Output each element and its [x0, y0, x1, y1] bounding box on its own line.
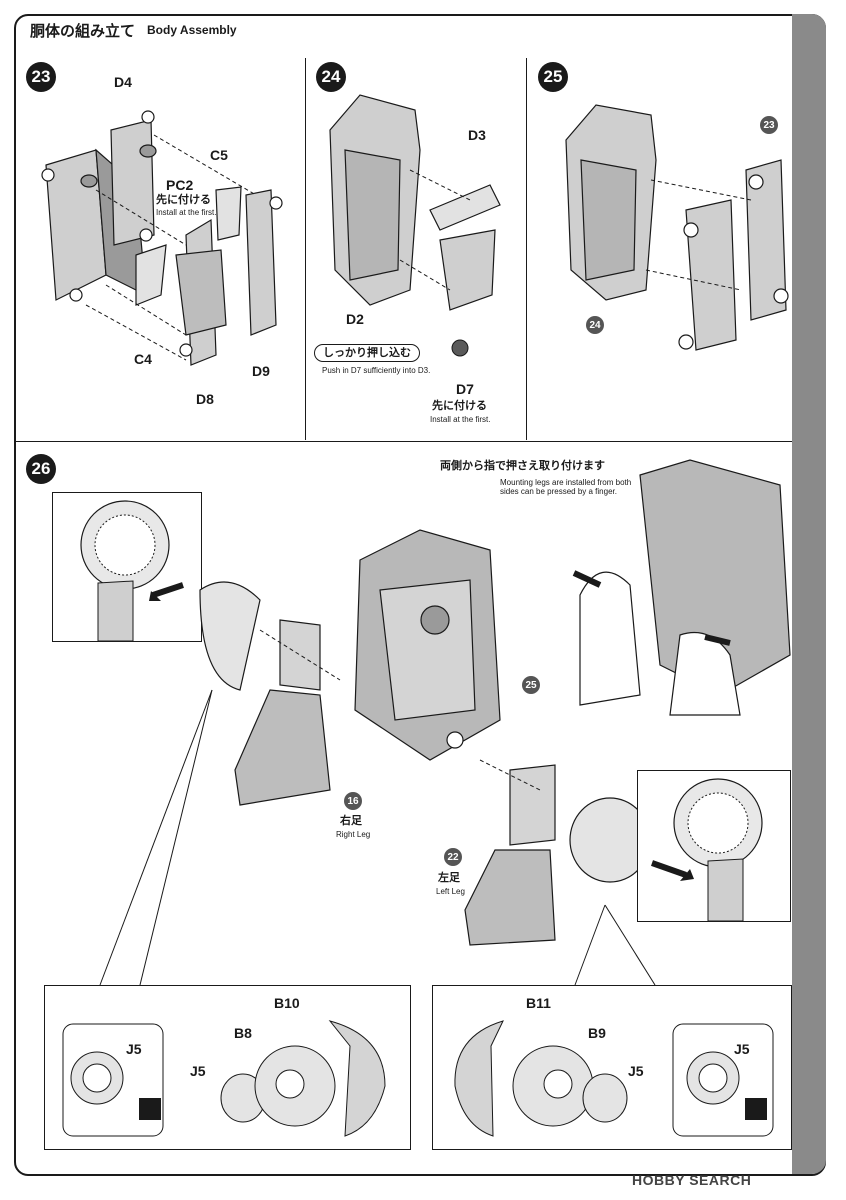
d7-note-jp: 先に付ける	[432, 399, 487, 412]
b9-b11-parts-illustration	[454, 1020, 774, 1137]
left-leg-label-jp: 左足	[438, 871, 460, 884]
detail-inset-right	[637, 770, 791, 922]
part-label-j5-right: J5	[628, 1063, 644, 1079]
part-label-j5-left-inset: J5	[126, 1041, 142, 1057]
leg-joint-detail-left	[80, 500, 184, 642]
watermark-logo: HOBBY SEARCH	[632, 1172, 752, 1188]
step-ref-24: 24	[586, 316, 604, 334]
push-note-jp: しっかり押し込む	[323, 346, 411, 359]
part-label-b10: B10	[274, 995, 300, 1011]
mount-note-jp: 両側から指で押さえ取り付けます	[440, 459, 605, 472]
part-label-b9: B9	[588, 1025, 606, 1041]
part-label-d9: D9	[252, 363, 270, 379]
part-label-d4: D4	[114, 74, 132, 90]
section-header: 胴体の組み立て Body Assembly	[30, 14, 237, 46]
step-ref-22: 22	[444, 848, 462, 866]
detail-inset-left	[52, 492, 202, 642]
part-label-d3: D3	[468, 127, 486, 143]
right-leg-label-en: Right Leg	[336, 830, 371, 839]
step-23-illustration	[41, 110, 283, 366]
step-23-badge: 23	[26, 62, 56, 92]
part-label-c5: C5	[210, 147, 228, 163]
step-26-badge: 26	[26, 454, 56, 484]
step-25-illustration	[565, 104, 789, 351]
part-label-j5-right-inset: J5	[734, 1041, 750, 1057]
step-ref-25: 25	[522, 676, 540, 694]
divider-23-24	[305, 58, 306, 440]
part-label-b11: B11	[526, 995, 551, 1011]
section-title-jp: 胴体の組み立て	[30, 21, 136, 40]
part-label-pc2: PC2	[166, 177, 194, 193]
divider-24-25	[526, 58, 527, 440]
mount-note-en: Mounting legs are installed from both si…	[500, 478, 632, 497]
step-ref-23: 23	[760, 116, 778, 134]
section-title-en: Body Assembly	[147, 23, 237, 37]
part-label-j5-left: J5	[190, 1063, 206, 1079]
part-label-c4: C4	[134, 351, 152, 367]
part-label-d2: D2	[346, 311, 364, 327]
detail-box-b8-b10	[44, 985, 411, 1150]
b8-b10-parts-illustration	[62, 1020, 386, 1137]
left-leg-label-en: Left Leg	[436, 887, 465, 896]
page-edge-shade	[792, 14, 826, 1174]
step-24-illustration	[329, 94, 501, 357]
part-label-d7: D7	[456, 381, 474, 397]
pc2-note-en: Install at the first.	[156, 208, 217, 217]
push-note-en: Push in D7 sufficiently into D3.	[322, 366, 431, 375]
divider-row	[16, 441, 792, 442]
d7-note-en: Install at the first.	[430, 415, 491, 424]
part-label-b8: B8	[234, 1025, 252, 1041]
step-26-main-illustration	[199, 529, 651, 946]
part-label-d8: D8	[196, 391, 214, 407]
pc2-note-jp: 先に付ける	[156, 193, 211, 206]
step-ref-16: 16	[344, 792, 362, 810]
step-24-badge: 24	[316, 62, 346, 92]
detail-box-b9-b11	[432, 985, 792, 1150]
finger-press-illustration	[572, 459, 791, 716]
leg-joint-detail-right	[651, 778, 763, 922]
step-25-badge: 25	[538, 62, 568, 92]
right-leg-label-jp: 右足	[340, 814, 362, 827]
push-in-callout: しっかり押し込む	[314, 344, 420, 363]
